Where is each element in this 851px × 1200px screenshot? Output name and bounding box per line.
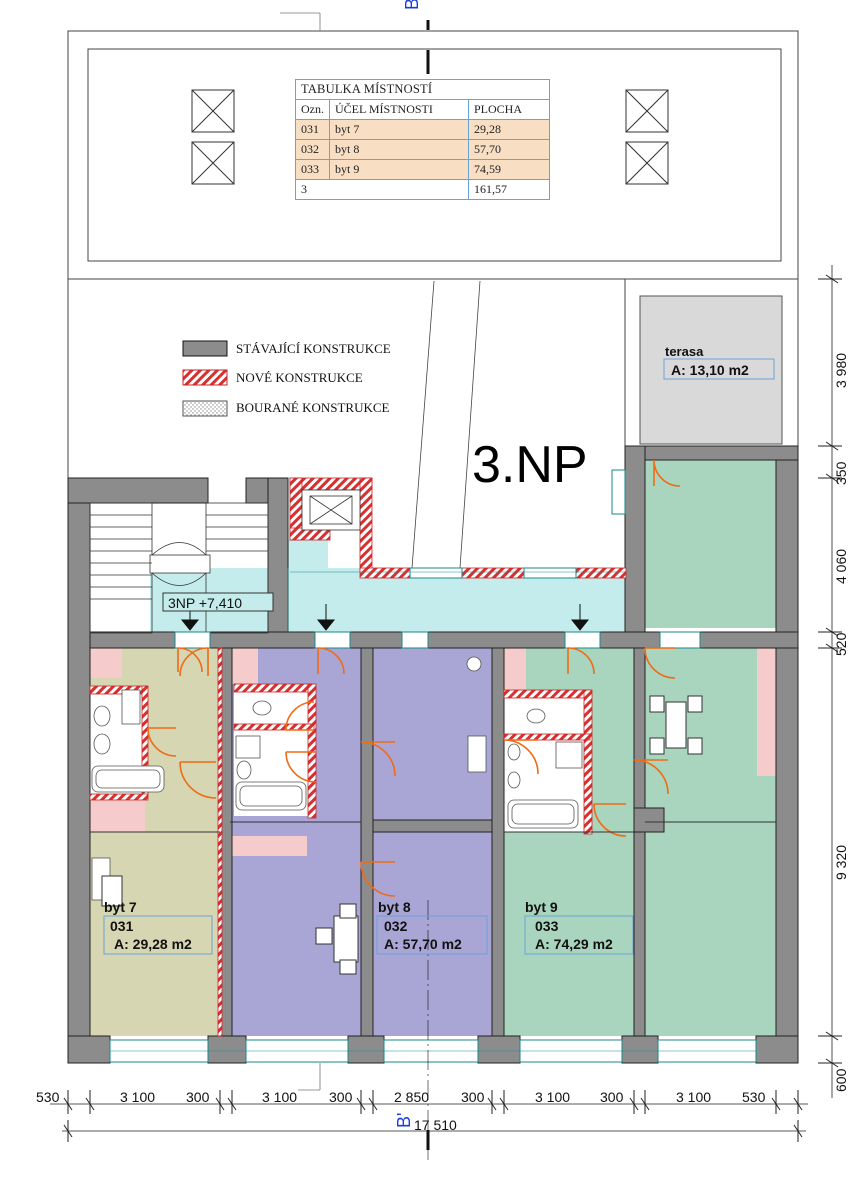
legend: STÁVAJÍCÍ KONSTRUKCE NOVÉ KONSTRUKCE BOU…	[182, 340, 391, 417]
legend-swatch-demolished	[182, 400, 228, 417]
table-row: 031 byt 7 29,28	[295, 119, 550, 140]
dim-bottom: 530	[36, 1089, 60, 1105]
room-table: TABULKA MÍSTNOSTÍ Ozn. ÚČEL MÍSTNOSTI PL…	[295, 79, 550, 200]
room-purpose: byt 9	[329, 159, 469, 180]
apartment-tag	[524, 915, 634, 955]
room-total-area: 161,57	[468, 179, 550, 200]
skylight-icon	[191, 89, 669, 185]
apartment-code: 032	[384, 918, 408, 934]
room-id: 033	[295, 159, 330, 180]
legend-label: BOURANÉ KONSTRUKCE	[236, 400, 390, 415]
apartment-tag	[103, 915, 213, 955]
dim-right: 600	[833, 1068, 849, 1092]
terrace-area: A: 13,10 m2	[671, 362, 749, 378]
room-id: 032	[295, 139, 330, 160]
apartment-name: byt 8	[378, 899, 411, 915]
dim-right: 350	[833, 461, 849, 485]
table-icon	[101, 695, 703, 975]
section-mark-top: B	[402, 0, 422, 10]
apartment-label-7: byt 7 031 A: 29,28 m2	[103, 899, 213, 955]
dim-bottom: 3 100	[676, 1089, 711, 1105]
apartment-label-9: byt 9 033 A: 74,29 m2	[524, 899, 634, 955]
sanitary-fixtures	[91, 656, 583, 901]
dimension-lines	[50, 265, 842, 1142]
level-tag-box	[162, 592, 274, 612]
legend-swatch-new	[182, 369, 228, 386]
section-mark-bottom: B'	[394, 1113, 414, 1128]
room-purpose: byt 7	[329, 119, 469, 140]
dim-bottom: 300	[461, 1089, 485, 1105]
dimension-texts-bottom: 530 3 100 300 3 100 300 2 850 300 3 100 …	[36, 1089, 766, 1133]
room-purpose: byt 8	[329, 139, 469, 160]
dim-bottom: 3 100	[535, 1089, 570, 1105]
dim-bottom: 300	[600, 1089, 624, 1105]
apartment-name: byt 7	[104, 899, 137, 915]
apartment-code: 031	[110, 918, 134, 934]
section-line	[298, 20, 430, 1160]
table-row: 032 byt 8 57,70	[295, 139, 550, 160]
dim-right: 4 060	[833, 549, 849, 584]
table-total-row: 3 161,57	[295, 179, 550, 200]
terrace-name: terasa	[665, 344, 704, 359]
legend-swatch-existing	[182, 340, 228, 357]
entry-arrow-icon	[180, 604, 590, 631]
dim-bottom: 3 100	[262, 1089, 297, 1105]
apartment-label-8: byt 8 032 A: 57,70 m2	[376, 899, 488, 955]
apartment-area: A: 74,29 m2	[535, 936, 613, 952]
legend-label: NOVÉ KONSTRUKCE	[236, 370, 363, 385]
dim-bottom: 2 850	[394, 1089, 429, 1105]
terrace-area-tag	[663, 358, 775, 380]
dim-bottom: 3 100	[120, 1089, 155, 1105]
elevator-icon	[301, 489, 361, 531]
new-walls	[89, 477, 627, 1037]
apartment-area: A: 57,70 m2	[384, 936, 462, 952]
apartment-area: A: 29,28 m2	[114, 936, 192, 952]
dim-bottom: 530	[742, 1089, 766, 1105]
partitions	[90, 568, 776, 833]
floor-label: 3.NP	[472, 436, 588, 494]
apartment-tag	[376, 915, 488, 955]
dim-right: 520	[833, 632, 849, 656]
room-id: 031	[295, 119, 330, 140]
room-count: 3	[295, 179, 469, 200]
windows	[109, 469, 757, 1063]
dim-bottom: 300	[329, 1089, 353, 1105]
room-table-header: ÚČEL MÍSTNOSTI	[329, 99, 469, 120]
room-area: 57,70	[468, 139, 550, 160]
apartment-code: 033	[535, 918, 559, 934]
dim-total: 17 510	[414, 1117, 457, 1133]
apartment-name: byt 9	[525, 899, 558, 915]
room-table-title: TABULKA MÍSTNOSTÍ	[295, 79, 550, 100]
dim-right: 3 980	[833, 353, 849, 388]
level-tag: 3NP +7,410	[168, 595, 242, 611]
room-table-header: Ozn.	[295, 99, 330, 120]
staircase	[89, 502, 269, 634]
room-table-header: PLOCHA	[468, 99, 550, 120]
legend-label: STÁVAJÍCÍ KONSTRUKCE	[236, 341, 391, 356]
dim-bottom: 300	[186, 1089, 210, 1105]
table-row: 033 byt 9 74,59	[295, 159, 550, 180]
room-area: 29,28	[468, 119, 550, 140]
dimension-texts-right: 3 980 350 4 060 520 9 320 600	[833, 353, 849, 1092]
dim-right: 9 320	[833, 845, 849, 880]
room-area: 74,59	[468, 159, 550, 180]
door-icon	[147, 459, 681, 897]
